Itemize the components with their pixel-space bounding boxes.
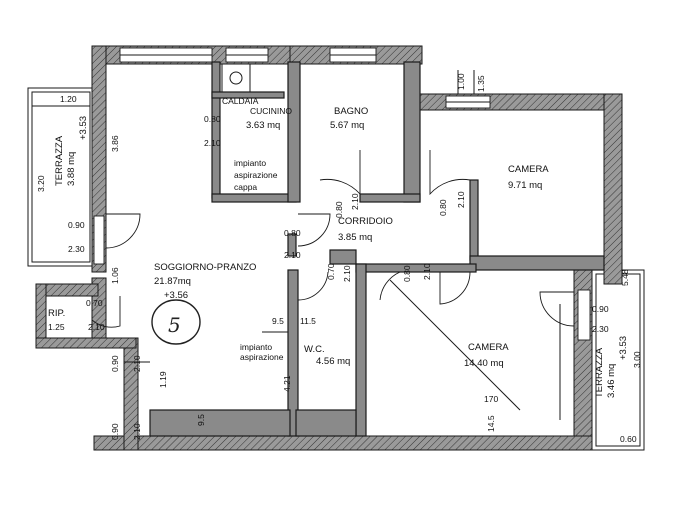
dim-label: 0.80 <box>334 201 344 218</box>
impianto-cappa-line1: impianto <box>234 158 266 168</box>
terrazza2-label: TERRAZZA <box>594 347 605 398</box>
dim-label: 1.20 <box>60 94 77 104</box>
dim-label: 2.10 <box>132 423 142 440</box>
dim-label: 14.5 <box>486 415 496 432</box>
dim-label: 0.80 <box>204 114 221 124</box>
dim-label: 0.60 <box>620 434 637 444</box>
camera1-label: CAMERA <box>508 164 549 175</box>
handwritten-note: 5 <box>168 313 181 337</box>
dimension-labels: 1.20 3.20 3.86 0.90 2.30 1.06 0.70 1.25 … <box>36 73 642 444</box>
impianto-wc-line2: aspirazione <box>240 352 284 362</box>
terrazza1-label: TERRAZZA <box>54 135 65 186</box>
dim-label: 0.80 <box>284 228 301 238</box>
fixtures <box>221 63 521 411</box>
inner-walls <box>149 61 605 437</box>
dim-label: 0.80 <box>402 265 412 282</box>
notes: impianto aspirazione cappa impianto aspi… <box>234 158 284 362</box>
dim-label: 1.25 <box>48 322 65 332</box>
terrazza2-level: +3.53 <box>618 336 629 360</box>
terrazza1-level: +3.53 <box>78 116 89 140</box>
camera2-area: 14.40 mq <box>464 358 504 369</box>
terrazza1-area: 3.88 mq <box>66 152 77 186</box>
dim-label: 0.70 <box>326 263 336 280</box>
soggiorno-area: 21.87mq <box>154 276 191 287</box>
soggiorno-level: +3.56 <box>164 290 188 301</box>
dim-label: 2.10 <box>204 138 221 148</box>
dim-label: 2.10 <box>350 193 360 210</box>
dim-label: 2.10 <box>456 191 466 208</box>
dim-label: 3.00 <box>632 351 642 368</box>
room-labels: CALDAIA CUCININO 3.63 mq BAGNO 5.67 mq C… <box>48 96 629 398</box>
dim-label: 9.5 <box>196 414 206 426</box>
corridoio-area: 3.85 mq <box>338 232 372 243</box>
windows <box>93 47 591 341</box>
dim-label: 2.30 <box>592 324 609 334</box>
dim-label: 5.48 <box>620 269 630 286</box>
dim-label: 2.10 <box>132 355 142 372</box>
dim-label: 0.90 <box>68 220 85 230</box>
dimension-lines <box>32 70 561 420</box>
dim-label: 2.10 <box>88 322 105 332</box>
impianto-wc-line1: impianto <box>240 342 272 352</box>
dim-label: 3.86 <box>110 135 120 152</box>
corridoio-label: CORRIDOIO <box>338 216 393 227</box>
outer-walls <box>35 45 623 451</box>
soggiorno-label: SOGGIORNO-PRANZO <box>154 262 256 273</box>
dim-label: 0.90 <box>110 423 120 440</box>
dim-label: 2.10 <box>284 250 301 260</box>
dim-label: 3.20 <box>36 175 46 192</box>
cucinino-label: CUCININO <box>250 106 292 116</box>
dim-label: 0.70 <box>86 298 103 308</box>
dim-label: 2.30 <box>68 244 85 254</box>
rip-label: RIP. <box>48 308 65 319</box>
wc-label: W.C. <box>304 344 325 355</box>
camera1-area: 9.71 mq <box>508 180 542 191</box>
dim-label: 1.06 <box>110 267 120 284</box>
dim-label: 2.10 <box>422 263 432 280</box>
impianto-cappa-line2: aspirazione <box>234 170 278 180</box>
dim-label: 0.90 <box>110 355 120 372</box>
impianto-cappa-line3: cappa <box>234 182 257 192</box>
dim-label: 1.35 <box>476 75 486 92</box>
bagno-label: BAGNO <box>334 106 368 117</box>
handwritten-circle <box>151 299 201 345</box>
dim-label: 0.90 <box>592 304 609 314</box>
cucinino-area: 3.63 mq <box>246 120 280 131</box>
camera2-label: CAMERA <box>468 342 509 353</box>
dim-label: 4.21 <box>282 375 292 392</box>
door-swings <box>91 150 575 328</box>
terrazza2-area: 3.46 mq <box>606 364 617 398</box>
dim-label: 11.5 <box>300 316 316 326</box>
dim-label: 1.19 <box>158 371 168 388</box>
dim-label: 1.00 <box>456 73 466 90</box>
caldaia-label: CALDAIA <box>222 96 259 106</box>
dim-label: 9.5 <box>272 316 284 326</box>
dim-label: 2.10 <box>342 265 352 282</box>
dim-label: 170 <box>484 394 498 404</box>
dim-label: 0.80 <box>438 199 448 216</box>
wc-area: 4.56 mq <box>316 356 350 367</box>
bagno-area: 5.67 mq <box>330 120 364 131</box>
